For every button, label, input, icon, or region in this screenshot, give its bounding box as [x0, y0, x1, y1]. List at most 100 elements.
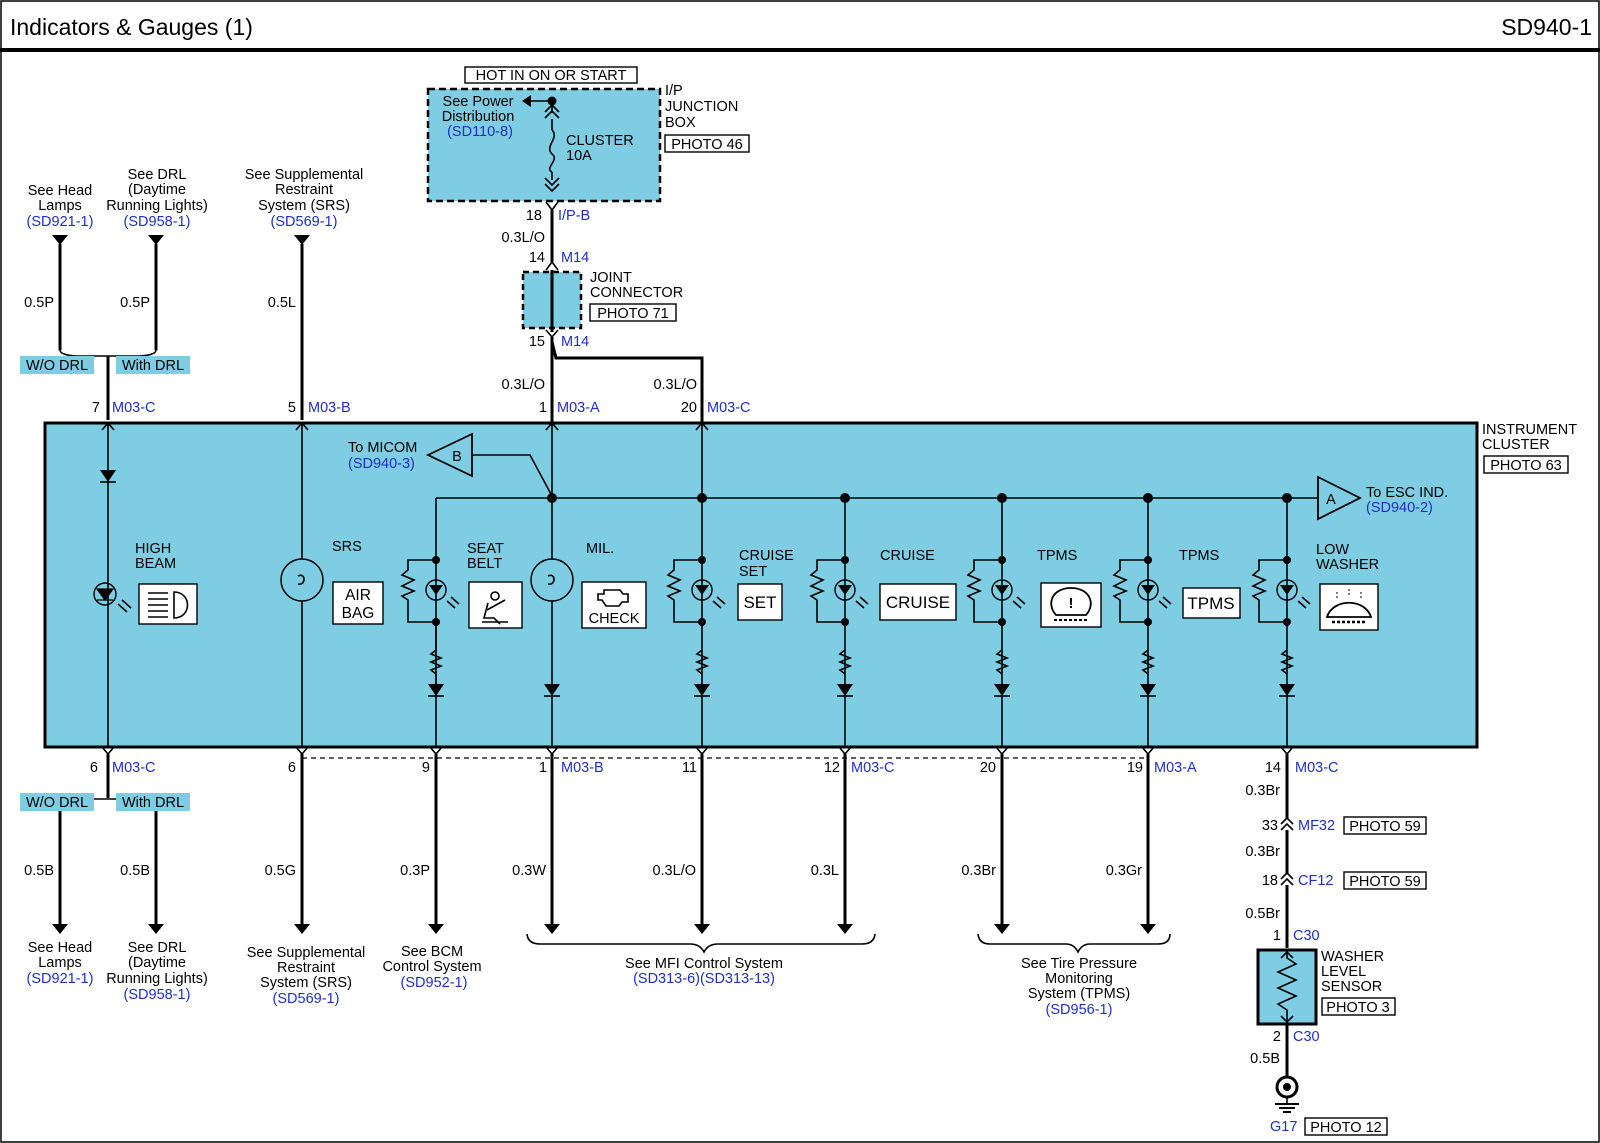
seat-belt-label-line2: BELT: [467, 556, 502, 572]
fuse-symbol: [548, 129, 556, 173]
see-power-line1: See Power: [443, 94, 514, 110]
conn-m14-b: M14: [561, 334, 589, 350]
washer-pin-2: 2: [1273, 1029, 1281, 1045]
conn-m14-a: M14: [561, 250, 589, 266]
bottom-pin-tpms2: 19: [1127, 760, 1143, 776]
srs-gauge: [280, 558, 324, 602]
mil-gauge: [530, 558, 574, 602]
tpms-ref-line1: See Tire Pressure: [1021, 956, 1137, 972]
bottom-drl-ref-code: (SD958-1): [124, 987, 191, 1003]
to-esc: To ESC IND.: [1366, 485, 1448, 501]
top-drl-ref-line2: (Daytime: [128, 182, 186, 198]
feed-branch-wire: [550, 341, 704, 422]
tire-pressure-icon: [1050, 587, 1092, 616]
check-engine-box: [581, 581, 647, 629]
junction-box: [426, 87, 662, 203]
to-micom: To MICOM: [348, 440, 417, 456]
ground-photo: PHOTO 12: [1310, 1120, 1381, 1136]
wire-05p-b: 0.5P: [120, 295, 150, 311]
washer-wire-03br-b: 0.3Br: [1245, 844, 1280, 860]
seat-belt-resistor: [400, 559, 436, 623]
top-srs-ref-code: (SD569-1): [271, 214, 338, 230]
fuse-label-line2: 10A: [566, 148, 592, 164]
washer-pin-33: 33: [1262, 818, 1278, 834]
washer-sensor-resistor: [1276, 950, 1298, 1024]
esc-ref: (SD940-2): [1366, 500, 1433, 516]
tpms1-led: [991, 579, 1013, 601]
cruise-set-label-line2: SET: [739, 564, 767, 580]
see-power-line2: Distribution: [442, 109, 515, 125]
power-arrow-head: [522, 95, 531, 107]
top-head-ref-code: (SD921-1): [27, 214, 94, 230]
tpms-ref-line2: Monitoring: [1045, 971, 1113, 987]
mf32-photo-box: [1343, 816, 1427, 835]
top-srs-arrow: [294, 235, 310, 245]
seat-belt-led: [425, 579, 447, 601]
fuse-label-line1: CLUSTER: [566, 133, 634, 149]
airbag-label-line2: BAG: [342, 605, 375, 622]
bottom-wo-drl: W/O DRL: [26, 795, 88, 811]
washer-wire-05b: 0.5B: [1250, 1051, 1280, 1067]
esc-tag: [1317, 475, 1363, 521]
high-beam-led: [93, 582, 117, 606]
top-conn-20: M03-C: [707, 400, 751, 416]
washer-conn-cf12: CF12: [1298, 873, 1333, 889]
cruise-set-label-line1: CRUISE: [739, 548, 794, 564]
bottom-conn-washer: M03-C: [1295, 760, 1339, 776]
bottom-pin-seatbelt: 9: [422, 760, 430, 776]
bottom-wire-cruise: 0.3L: [811, 863, 839, 879]
bottom-pin-hb: 6: [90, 760, 98, 776]
fuse-terminal-top: [544, 103, 560, 119]
bottom-conn-tpms2: M03-A: [1154, 760, 1197, 776]
washer-sensor-photo-box: [1321, 997, 1396, 1016]
bottom-drl-ref-line1: See DRL: [128, 940, 187, 956]
pin-18: 18: [526, 208, 542, 224]
bottom-pin-cruise-set: 11: [682, 760, 697, 776]
top-conn-5: M03-B: [308, 400, 351, 416]
micom-tag-letter: B: [452, 449, 462, 465]
bottom-wire-bcm: 0.3P: [400, 863, 430, 879]
cluster-label-line1: INSTRUMENT: [1482, 422, 1577, 438]
bottom-srs-ref-line2: Restraint: [277, 960, 335, 976]
bottom-conn-cruise: M03-C: [851, 760, 895, 776]
low-washer-label-line2: WASHER: [1316, 557, 1379, 573]
bottom-wire-head: 0.5B: [24, 863, 54, 879]
top-drl-option-split: [59, 349, 157, 357]
high-beam-label-line2: BEAM: [135, 556, 176, 572]
top-pin-1: 1: [539, 400, 547, 416]
washer-pin-18: 18: [1262, 873, 1278, 889]
bottom-srs-ref-code: (SD569-1): [273, 991, 340, 1007]
low-washer-led: [1276, 579, 1298, 601]
top-with-drl-tag: [116, 356, 190, 374]
bottom-head-ref-line1: See Head: [28, 940, 93, 956]
top-head-ref-line1: See Head: [28, 183, 93, 199]
ground-photo-box: [1304, 1117, 1388, 1136]
bottom-pin-srs: 6: [288, 760, 296, 776]
bottom-head-ref-line2: Lamps: [38, 955, 82, 971]
bottom-conn-mil: M03-B: [561, 760, 604, 776]
top-drl-ref-line1: See DRL: [128, 167, 187, 183]
bottom-with-drl: With DRL: [122, 795, 184, 811]
micom-tag: [425, 432, 473, 478]
cruise-box: [879, 583, 957, 621]
srs-label: SRS: [332, 539, 362, 555]
diagram-code: SD940-1: [1501, 14, 1592, 40]
top-head-ref-line2: Lamps: [38, 198, 82, 214]
washer-conn-c30b: C30: [1293, 1029, 1320, 1045]
bottom-wo-drl-tag: [20, 793, 94, 811]
bottom-conn-hb: M03-C: [112, 760, 156, 776]
cf12-photo-box: [1343, 871, 1427, 890]
cruise-led: [834, 579, 856, 601]
mf32-photo: PHOTO 59: [1349, 819, 1420, 835]
tpms1-label: TPMS: [1037, 548, 1077, 564]
washer-wire-05br: 0.5Br: [1245, 906, 1280, 922]
jbox-label-line3: BOX: [665, 115, 696, 131]
top-wo-drl-tag: [20, 356, 94, 374]
cruise-set-led: [691, 579, 713, 601]
cluster-label-line2: CLUSTER: [1482, 437, 1550, 453]
washer-level-sensor: [1256, 948, 1318, 1026]
bottom-head-ref-code: (SD921-1): [27, 971, 94, 987]
ground-label: G17: [1270, 1119, 1297, 1135]
